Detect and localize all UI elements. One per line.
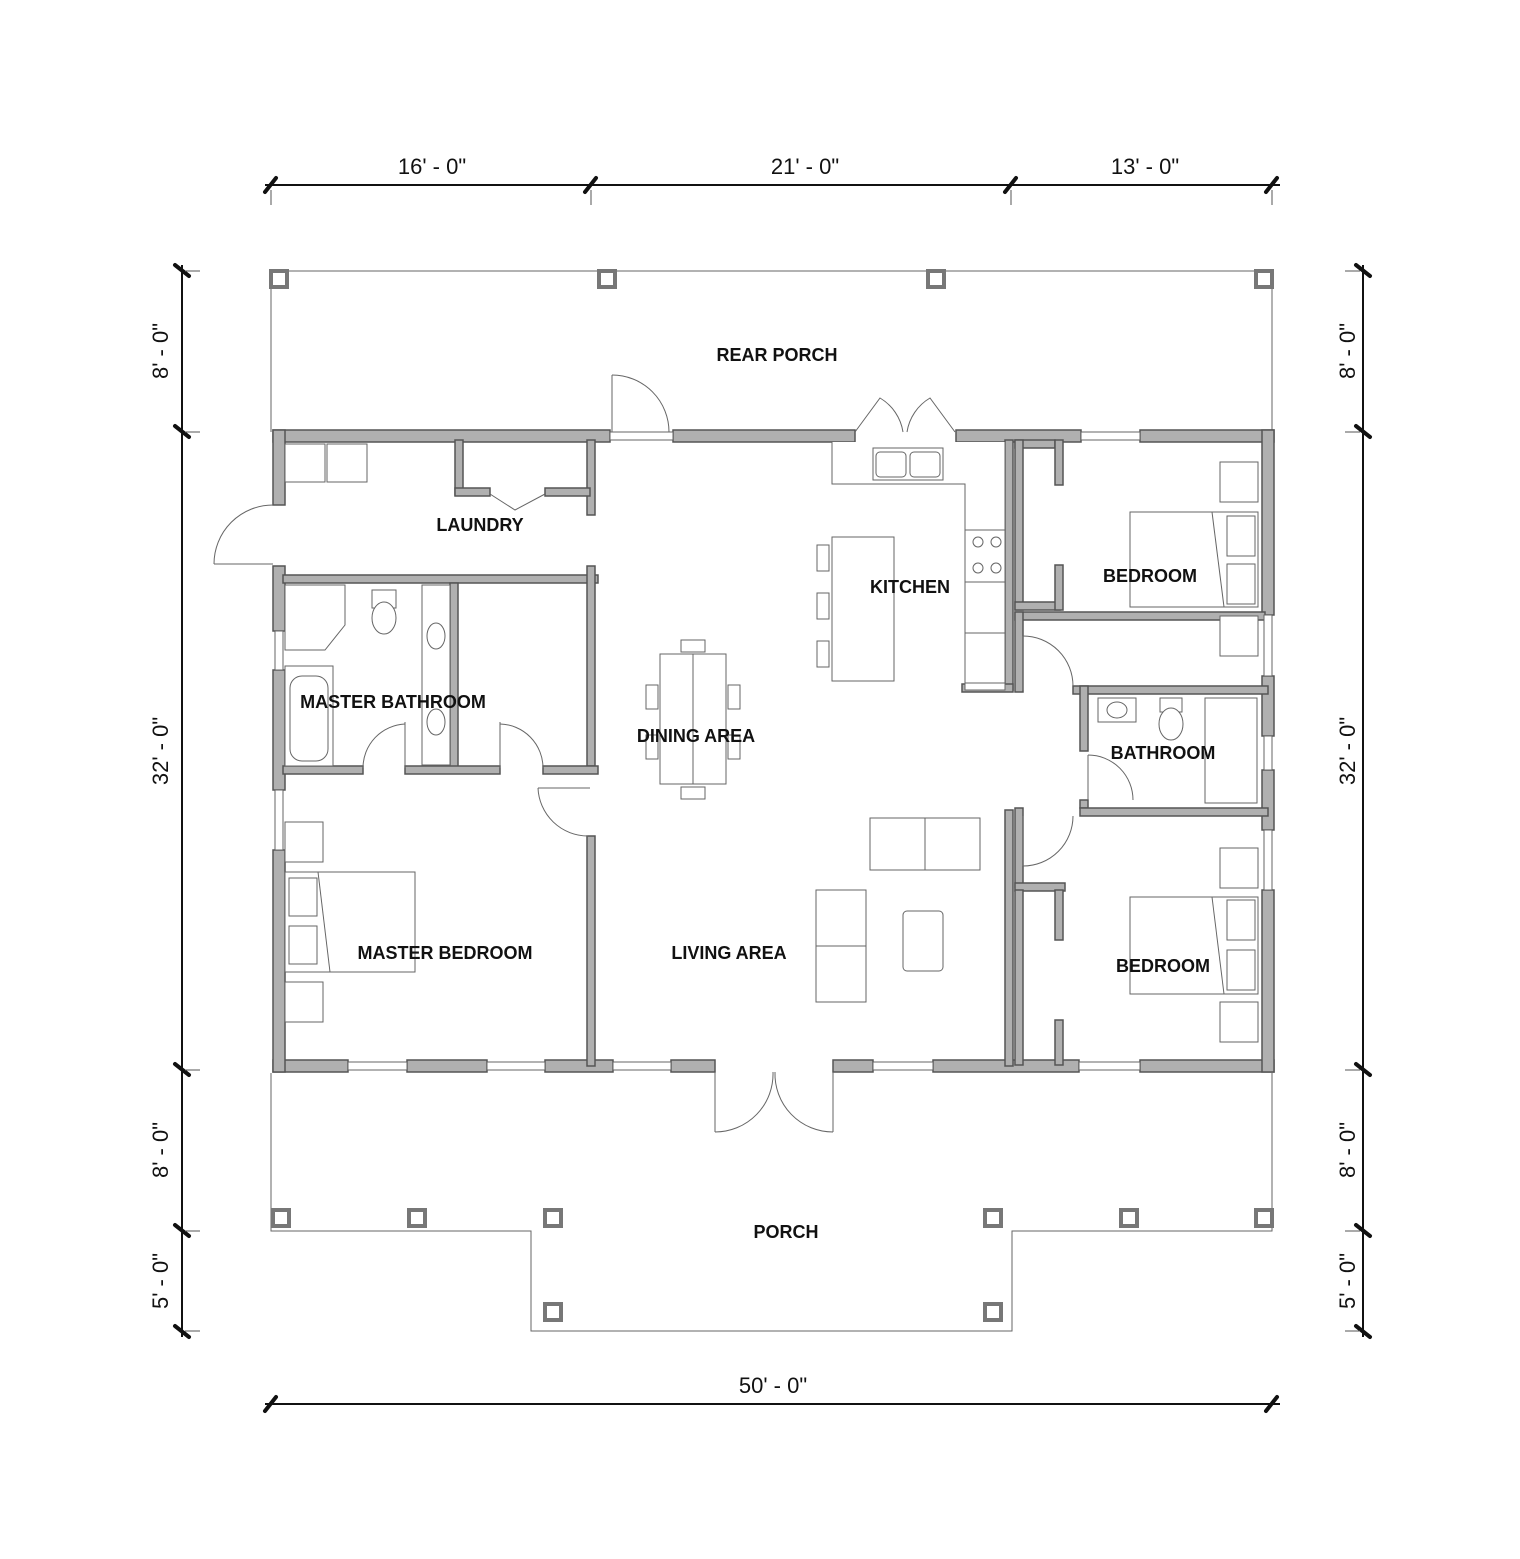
- rear-porch: [269, 269, 1274, 432]
- dim-top-3: 13' - 0": [1111, 154, 1179, 179]
- windows: [274, 431, 1273, 1071]
- label-bathroom: BATHROOM: [1111, 743, 1216, 763]
- bottom-dimension: 50' - 0": [263, 1373, 1280, 1413]
- dim-right-1: 8' - 0": [1335, 323, 1360, 379]
- porch-post: [1254, 269, 1274, 289]
- dim-bottom-total: 50' - 0": [739, 1373, 807, 1398]
- porch-post: [983, 1302, 1003, 1322]
- porch-post: [1119, 1208, 1139, 1228]
- dim-top-2: 21' - 0": [771, 154, 839, 179]
- doors: [213, 374, 1134, 1133]
- porch-post: [926, 269, 946, 289]
- dim-left-1: 8' - 0": [148, 323, 173, 379]
- master-bath-fixtures: [284, 584, 451, 767]
- label-living-area: LIVING AREA: [671, 943, 786, 963]
- laundry-fixtures: [284, 443, 368, 483]
- dim-left-3: 8' - 0": [148, 1122, 173, 1178]
- bathroom-fixtures: [1097, 697, 1258, 804]
- porch-post: [407, 1208, 427, 1228]
- master-bedroom-furniture: [284, 821, 416, 1023]
- label-rear-porch: REAR PORCH: [716, 345, 837, 365]
- label-kitchen: KITCHEN: [870, 577, 950, 597]
- porch-post: [269, 269, 289, 289]
- dim-left-4: 5' - 0": [148, 1253, 173, 1309]
- label-dining-area: DINING AREA: [637, 726, 755, 746]
- porch-post: [983, 1208, 1003, 1228]
- dim-left-2: 32' - 0": [148, 717, 173, 785]
- porch-post: [543, 1302, 563, 1322]
- porch-post: [543, 1208, 563, 1228]
- front-porch: [270, 1073, 1274, 1332]
- dim-right-3: 8' - 0": [1335, 1122, 1360, 1178]
- kitchen-fixtures: [816, 442, 1006, 691]
- label-master-bathroom: MASTER BATHROOM: [300, 692, 486, 712]
- dining-table: [645, 639, 741, 800]
- label-laundry: LAUNDRY: [436, 515, 523, 535]
- left-dimension: 8' - 0" 32' - 0" 8' - 0" 5' - 0": [148, 263, 200, 1339]
- dim-right-4: 5' - 0": [1335, 1253, 1360, 1309]
- room-labels: REAR PORCH LAUNDRY KITCHEN BEDROOM MASTE…: [300, 345, 1215, 1242]
- porch-post: [271, 1208, 291, 1228]
- interior-walls: [282, 439, 1269, 1067]
- living-furniture: [815, 817, 981, 1003]
- top-dimension: 16' - 0" 21' - 0" 13' - 0": [263, 154, 1280, 205]
- dim-top-1: 16' - 0": [398, 154, 466, 179]
- label-bedroom-se: BEDROOM: [1116, 956, 1210, 976]
- porch-post: [1254, 1208, 1274, 1228]
- label-bedroom-ne: BEDROOM: [1103, 566, 1197, 586]
- bedroom-se-furniture: [1129, 847, 1259, 1043]
- porch-post: [597, 269, 617, 289]
- label-porch: PORCH: [753, 1222, 818, 1242]
- dim-right-2: 32' - 0": [1335, 717, 1360, 785]
- right-dimension: 8' - 0" 32' - 0" 8' - 0" 5' - 0": [1335, 263, 1372, 1339]
- bedroom-ne-furniture: [1129, 461, 1259, 657]
- label-master-bedroom: MASTER BEDROOM: [358, 943, 533, 963]
